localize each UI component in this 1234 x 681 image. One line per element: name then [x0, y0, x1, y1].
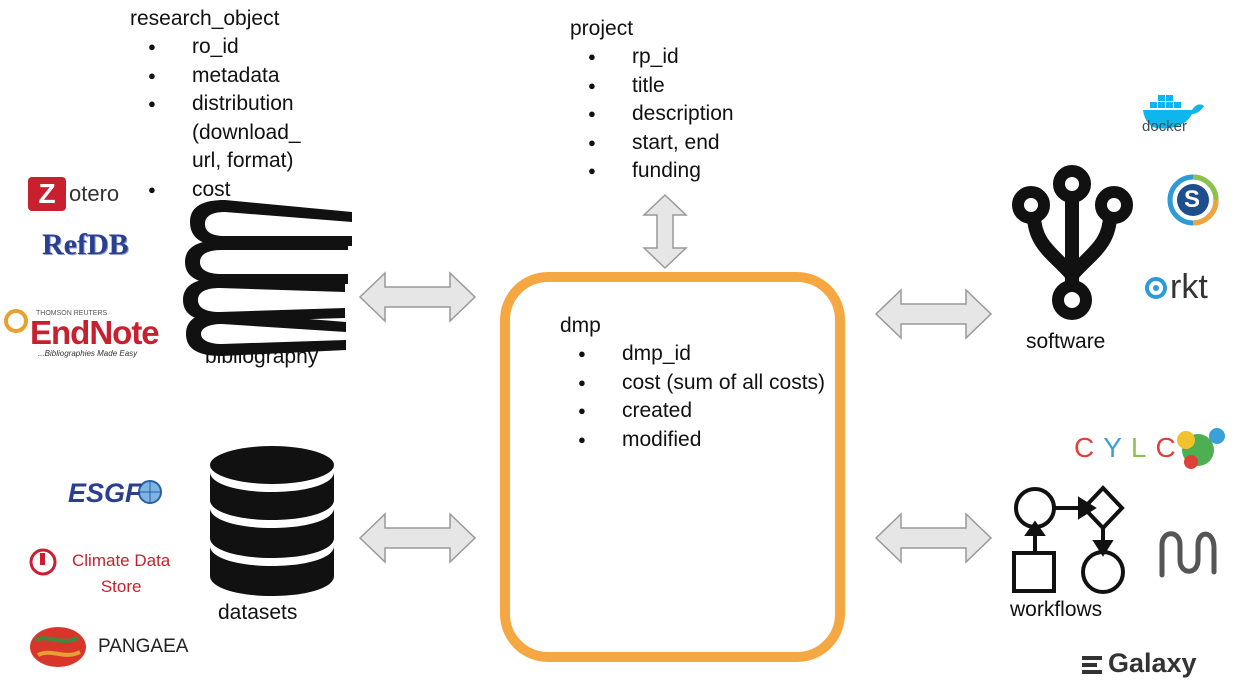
galaxy-icon	[1082, 656, 1102, 674]
double-arrow-datasets	[358, 512, 477, 564]
cylc-text: CYLC	[1074, 432, 1185, 463]
dmp-box	[500, 272, 845, 662]
endnote-top-text: THOMSON REUTERS	[36, 310, 108, 317]
attribute-item: start, end	[588, 129, 800, 158]
research-object-block: research_object ro_id metadata distribut…	[130, 5, 360, 205]
esgf-globe-icon	[138, 480, 162, 504]
research-object-attributes: ro_id metadata distribution (download_ u…	[130, 33, 352, 205]
zotero-text: otero	[69, 181, 120, 206]
endnote-logo: THOMSON REUTERS EndNote ...Bibliographie…	[30, 310, 180, 358]
datasets-label: datasets	[218, 601, 298, 624]
double-arrow-software	[874, 288, 993, 340]
attribute-item: funding	[588, 157, 800, 186]
climate-line-1: Climate Data	[72, 551, 171, 570]
research-object-title: research_object	[130, 7, 280, 30]
dmp-title: dmp	[560, 314, 601, 337]
climate-data-store-icon	[29, 548, 57, 576]
double-arrow-bibliography	[358, 271, 477, 323]
s-logo: S	[1184, 186, 1201, 213]
galaxy-logo: Galaxy	[1108, 648, 1197, 678]
attribute-item: description	[588, 100, 800, 129]
endnote-text: EndNote	[30, 314, 160, 351]
endnote-tagline: ...Bibliographies Made Easy	[38, 349, 138, 358]
attribute-item: rp_id	[588, 43, 800, 72]
rkt-logo: rkt	[1170, 268, 1208, 306]
database-icon	[210, 446, 334, 596]
attribute-item: ro_id	[148, 33, 352, 62]
s-logo-icon	[1167, 174, 1219, 226]
books-icon	[183, 200, 352, 356]
project-title: project	[570, 17, 634, 40]
cylc-dots-icon	[1177, 428, 1225, 469]
pangaea-globe-icon	[30, 627, 86, 667]
double-arrow-workflows	[874, 512, 993, 564]
endnote-swirl-icon	[4, 309, 28, 333]
attribute-item: modified	[578, 426, 832, 455]
pangaea-logo: PANGAEA	[98, 636, 189, 657]
zotero-z: Z	[38, 178, 56, 209]
zotero-badge-bg	[28, 177, 66, 211]
dmp-block: dmp dmp_id cost (sum of all costs) creat…	[560, 312, 825, 454]
zotero-logo: Z otero	[28, 177, 119, 211]
rkt-icon	[1145, 277, 1167, 299]
attribute-item: title	[588, 72, 800, 101]
attribute-item: created	[578, 397, 832, 426]
climate-data-store-logo: Climate Data Store	[72, 548, 170, 600]
cylc-logo: CYLC	[1074, 432, 1185, 464]
esgf-logo: ESGF	[68, 478, 142, 508]
git-branch-nodes	[1012, 165, 1133, 320]
climate-line-2: Store	[100, 577, 142, 596]
attribute-item: metadata	[148, 62, 352, 91]
workflows-label: workflows	[1010, 598, 1103, 621]
bibliography-label: bibliography	[205, 345, 319, 368]
workflow-icon	[1012, 485, 1125, 594]
project-attributes: rp_id title description start, end fundi…	[570, 43, 800, 186]
squiggle-icon	[1159, 531, 1217, 578]
attribute-item: distribution (download_ url, format)	[148, 90, 332, 176]
double-arrow-vertical	[642, 193, 688, 270]
attribute-item: cost (sum of all costs)	[578, 369, 832, 398]
software-label: software	[1026, 330, 1106, 353]
refdb-logo: RefDB	[42, 228, 129, 261]
attribute-item: dmp_id	[578, 340, 832, 369]
project-block: project rp_id title description start, e…	[570, 15, 800, 186]
dmp-attributes: dmp_id cost (sum of all costs) created m…	[560, 340, 832, 454]
docker-icon	[1143, 95, 1204, 129]
attribute-item: cost	[148, 176, 352, 205]
docker-logo: docker	[1142, 118, 1188, 135]
